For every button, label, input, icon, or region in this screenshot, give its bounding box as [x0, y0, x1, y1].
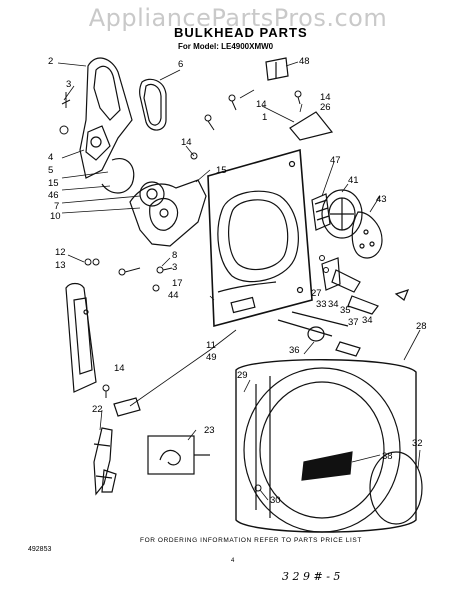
callout-3: 3 — [66, 79, 72, 90]
callout-17: 17 — [172, 278, 183, 289]
callout-15: 15 — [216, 165, 227, 176]
document-id: 492853 — [28, 546, 52, 553]
callout-44: 44 — [168, 290, 179, 301]
callout-12: 12 — [55, 247, 66, 258]
callout-30: 30 — [270, 495, 281, 506]
callout-13: 13 — [55, 260, 66, 271]
callout-46: 46 — [48, 190, 59, 201]
bracket-part-2 — [79, 57, 133, 179]
plate-part-49 — [113, 397, 141, 417]
callout-27: 27 — [311, 288, 322, 299]
blower-housing — [129, 179, 207, 247]
leader-lines — [57, 61, 421, 501]
front-bulkhead-panel — [207, 148, 313, 328]
lint-screen-47 — [311, 193, 331, 231]
callout-43: 43 — [376, 194, 387, 205]
callout-14: 14 — [114, 363, 125, 374]
handwritten-note: 3 2 9 # - 5 — [282, 570, 341, 583]
bracket-assembly-22 — [93, 427, 117, 496]
callout-29: 29 — [237, 370, 248, 381]
ordering-footer: FOR ORDERING INFORMATION REFER TO PARTS … — [140, 537, 362, 544]
callout-23: 23 — [204, 425, 215, 436]
callout-35: 35 — [340, 305, 351, 316]
callout-14: 14 — [320, 92, 331, 103]
callout-48: 48 — [299, 56, 310, 67]
diagram-title: BULKHEAD PARTS — [174, 25, 308, 40]
callout-7: 7 — [54, 201, 60, 212]
callout-32: 32 — [412, 438, 423, 449]
drive-motor-41 — [321, 189, 363, 239]
callout-11: 11 — [206, 340, 216, 351]
seal-part-6 — [139, 78, 167, 131]
callout-6: 6 — [178, 59, 184, 70]
callout-15: 15 — [48, 178, 59, 189]
callout-3: 3 — [172, 262, 178, 273]
fasteners — [59, 90, 329, 492]
callout-1: 1 — [262, 112, 268, 123]
callout-37: 37 — [348, 317, 359, 328]
bracket-part-48 — [265, 57, 289, 81]
callout-8: 8 — [172, 250, 178, 261]
callout-36: 36 — [289, 345, 300, 356]
idler-assembly — [277, 257, 410, 357]
callout-34: 34 — [362, 315, 373, 326]
callout-33: 33 — [316, 299, 327, 310]
callout-5: 5 — [48, 165, 54, 176]
wire-harness-23 — [147, 435, 210, 475]
drive-belt-32 — [369, 451, 423, 525]
access-panel — [65, 282, 97, 393]
bracket-part-1 — [289, 111, 334, 141]
callout-34: 34 — [328, 299, 339, 310]
callout-47: 47 — [330, 155, 341, 166]
callout-10: 10 — [50, 211, 61, 222]
callout-41: 41 — [348, 175, 359, 186]
page-number: 4 — [231, 558, 235, 564]
callout-38: 38 — [382, 451, 393, 462]
callout-28: 28 — [416, 321, 427, 332]
motor-cover-43 — [351, 211, 383, 259]
callout-22: 22 — [92, 404, 103, 415]
dryer-drum — [235, 359, 417, 533]
model-subtitle: For Model: LE4900XMW0 — [178, 42, 274, 51]
callout-49: 49 — [206, 352, 217, 363]
callout-26: 26 — [320, 102, 331, 113]
callout-4: 4 — [48, 152, 54, 163]
blower-wheel — [139, 181, 165, 207]
callout-2: 2 — [48, 56, 54, 67]
seal-ring — [101, 158, 135, 194]
callout-14: 14 — [181, 137, 192, 148]
callout-14: 14 — [256, 99, 267, 110]
watermark: AppliancePartsPros.com — [88, 4, 388, 32]
